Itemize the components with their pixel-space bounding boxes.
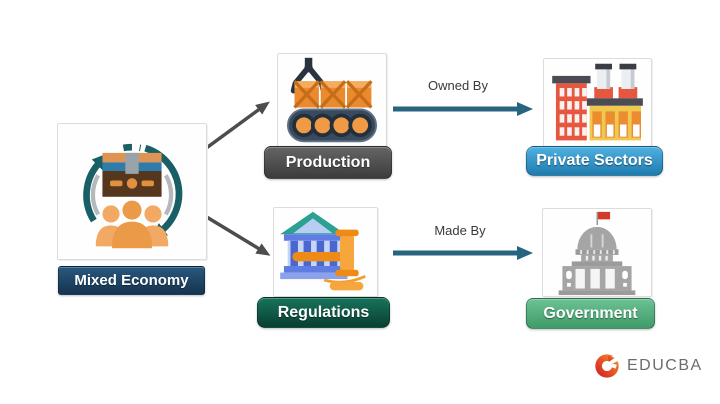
regulations-box xyxy=(273,207,378,297)
mixed-economy-box xyxy=(57,123,207,260)
private-sectors-box xyxy=(543,58,652,147)
private-sectors-label-text: Private Sectors xyxy=(536,152,653,169)
mixed-economy-label: Mixed Economy xyxy=(58,266,205,295)
production-label-text: Production xyxy=(285,153,371,171)
government-label: Government xyxy=(526,298,655,329)
regulations-label: Regulations xyxy=(257,297,390,328)
bank-gavel-icon xyxy=(279,211,366,291)
capitol-building-flag-icon xyxy=(558,211,636,295)
circular-economy-people-icon xyxy=(83,143,183,248)
mixed-economy-label-text: Mixed Economy xyxy=(74,272,189,289)
production-box xyxy=(277,53,387,147)
educba-swirl-e-icon xyxy=(595,352,621,378)
factory-buildings-icon xyxy=(551,63,643,140)
owned-by-edge-label: Owned By xyxy=(428,78,488,93)
edge-mixed-to-regulations xyxy=(204,214,271,256)
educba-logo-text: EDUCBA xyxy=(627,357,703,374)
edge-mixed-to-production xyxy=(203,101,270,151)
production-label: Production xyxy=(264,146,392,179)
regulations-label-text: Regulations xyxy=(277,303,370,321)
conveyor-belt-claw-icon xyxy=(287,57,377,143)
private-sectors-label: Private Sectors xyxy=(526,146,663,176)
government-box xyxy=(542,208,652,297)
made-by-edge-label: Made By xyxy=(434,223,486,238)
government-label-text: Government xyxy=(543,304,638,322)
educba-logo: EDUCBA xyxy=(593,352,703,380)
